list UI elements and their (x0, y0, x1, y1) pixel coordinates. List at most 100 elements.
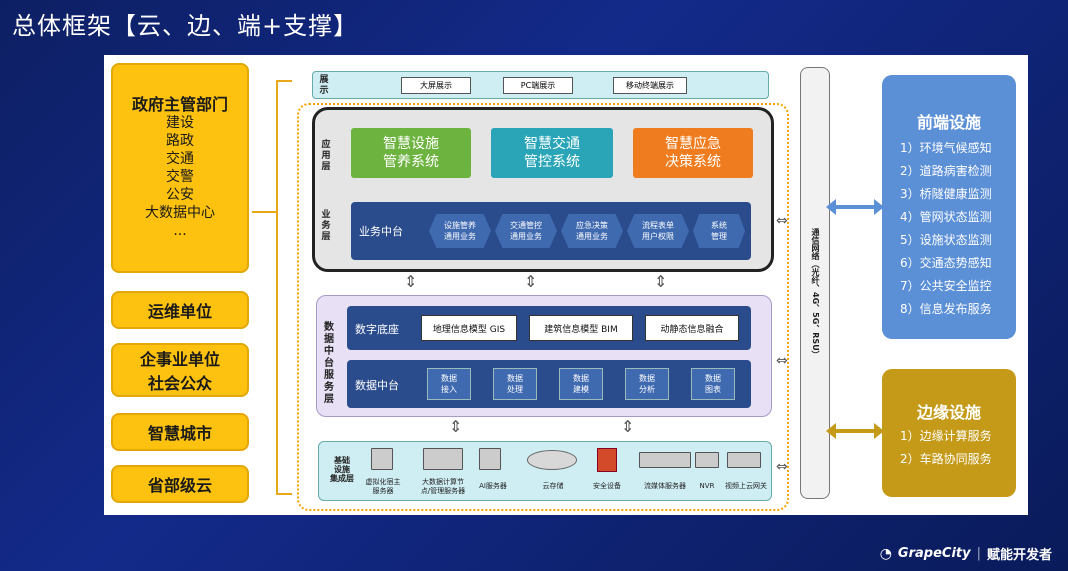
facility-system: 智慧设施 管养系统 (351, 128, 471, 178)
arrow-head-icon (874, 423, 884, 439)
firewall-icon (597, 448, 617, 472)
gov-item: 路政 (166, 133, 194, 149)
data-layer-label: 数据中台服务层 (324, 322, 334, 405)
server-icon (479, 448, 501, 470)
arrow-icon: ⇔ (776, 353, 788, 369)
arrow-icon: ⇕ (654, 272, 668, 291)
biz-item: 系统 管理 (693, 214, 745, 248)
fusion-box: 动静态信息融合 (645, 315, 739, 341)
bracket-connector (252, 211, 276, 213)
server-icon (423, 448, 463, 470)
infra-item: NVR (699, 482, 715, 490)
arrow-icon: ⇕ (621, 417, 635, 436)
provincial-cloud-box: 省部级云 (111, 465, 249, 503)
data-platform-title: 数据中台 (355, 379, 399, 392)
arrow-icon: ⇕ (404, 272, 418, 291)
front-item: 4）管网状态监测 (900, 210, 992, 224)
infra-item: 虚拟化宿主 服务器 (365, 478, 401, 495)
server-icon (639, 452, 691, 468)
data-item: 数据 分析 (625, 368, 669, 400)
biz-platform: 业务中台 设施管养 通用业务 交通管控 通用业务 应急决策 通用业务 流程表单 … (351, 202, 751, 260)
brand-name: GrapeCity (897, 546, 971, 561)
arrow-icon: ⇔ (776, 459, 788, 475)
edge-arrow (830, 429, 882, 433)
data-layer: 数据中台服务层 数字底座 地理信息模型 GIS 建筑信息模型 BIM 动静态信息… (316, 295, 772, 417)
front-item: 6）交通态势感知 (900, 256, 992, 270)
gov-item: 建设 (166, 115, 194, 131)
front-head: 前端设施 (916, 113, 981, 132)
storage-icon (527, 450, 577, 470)
display-label: 展示 (319, 75, 329, 96)
tab-bigscreen: 大屏展示 (401, 77, 471, 94)
data-item: 数据 接入 (427, 368, 471, 400)
grapecity-logo-icon: ◔ (879, 545, 892, 562)
arrow-head-icon (874, 199, 884, 215)
smart-city-box: 智慧城市 (111, 413, 249, 451)
infra-item: 云存储 (542, 482, 564, 490)
arrow-icon: ⇕ (449, 417, 463, 436)
arrow-head-icon (826, 199, 836, 215)
arrow-head-icon (826, 423, 836, 439)
digital-base-title: 数字底座 (355, 323, 399, 336)
arrow-icon: ⇕ (524, 272, 538, 291)
gov-box: 政府主管部门 建设 路政 交通 交警 公安 大数据中心 ... (111, 63, 249, 273)
communication-bus: 通信网络（光纤、4G、5G、RSU） (800, 67, 830, 499)
data-item: 数据 处理 (493, 368, 537, 400)
bim-box: 建筑信息模型 BIM (529, 315, 633, 341)
infra-item: 流媒体服务器 (644, 482, 686, 490)
infra-item: 安全设备 (593, 482, 621, 490)
app-layer-label: 应用层 (321, 140, 331, 172)
front-item: 1）环境气候感知 (900, 141, 992, 155)
footer-brand: ◔ GrapeCity | 赋能开发者 (879, 544, 1052, 564)
footer-divider: | (976, 546, 981, 561)
gov-item: 交警 (166, 169, 194, 185)
data-platform: 数据中台 数据 接入 数据 处理 数据 建模 数据 分析 数据 图表 (347, 360, 751, 408)
front-list: 1）环境气候感知 2）道路病害检测 3）桥隧健康监测 4）管网状态监测 5）设施… (900, 137, 992, 321)
biz-platform-title: 业务中台 (359, 225, 403, 238)
edge-list: 1）边缘计算服务 2）车路协同服务 (900, 425, 992, 471)
ops-box: 运维单位 (111, 291, 249, 329)
architecture-diagram: 政府主管部门 建设 路政 交通 交警 公安 大数据中心 ... 运维单位 企事业… (104, 55, 1028, 515)
emergency-system: 智慧应急 决策系统 (633, 128, 753, 178)
left-bracket (276, 80, 292, 495)
server-icon (371, 448, 393, 470)
gov-item: 交通 (166, 151, 194, 167)
gov-item: 大数据中心 (145, 205, 215, 221)
biz-item: 流程表单 用户权限 (627, 214, 689, 248)
bus-label: 通信网络（光纤、4G、5G、RSU） (811, 228, 820, 359)
front-item: 7）公共安全监控 (900, 279, 992, 293)
nvr-icon (695, 452, 719, 468)
front-arrow (830, 205, 882, 209)
front-facilities: 前端设施 1）环境气候感知 2）道路病害检测 3）桥隧健康监测 4）管网状态监测… (882, 75, 1016, 339)
biz-item: 设施管养 通用业务 (429, 214, 491, 248)
digital-base: 数字底座 地理信息模型 GIS 建筑信息模型 BIM 动静态信息融合 (347, 306, 751, 350)
tab-mobile: 移动终端展示 (613, 77, 687, 94)
front-item: 2）道路病害检测 (900, 164, 992, 178)
front-item: 8）信息发布服务 (900, 302, 992, 316)
tab-pc: PC端展示 (503, 77, 573, 94)
front-item: 5）设施状态监测 (900, 233, 992, 247)
biz-item: 应急决策 通用业务 (561, 214, 623, 248)
infra-item: 大数据计算节 点/管理服务器 (420, 478, 466, 495)
page-title: 总体框架【云、边、端+支撑】 (12, 12, 359, 40)
biz-item: 交通管控 通用业务 (495, 214, 557, 248)
front-item: 3）桥隧健康监测 (900, 187, 992, 201)
gateway-icon (727, 452, 761, 468)
edge-item: 2）车路协同服务 (900, 452, 992, 466)
edge-item: 1）边缘计算服务 (900, 429, 992, 443)
brand-slogan: 赋能开发者 (986, 548, 1052, 563)
data-item: 数据 图表 (691, 368, 735, 400)
application-layer: 应用层 智慧设施 管养系统 智慧交通 管控系统 智慧应急 决策系统 业务层 业务… (312, 107, 774, 272)
infra-label: 基础 设施 集成层 (330, 456, 354, 483)
gis-box: 地理信息模型 GIS (421, 315, 517, 341)
gov-item: ... (173, 223, 187, 239)
platform-outline (297, 103, 789, 511)
gov-item: 公安 (166, 187, 194, 203)
display-strip: 展示 大屏展示 PC端展示 移动终端展示 (312, 71, 769, 99)
arrow-icon: ⇔ (776, 213, 788, 229)
enterprise-box: 企事业单位 社会公众 (111, 343, 249, 397)
biz-layer-label: 业务层 (321, 210, 331, 242)
infrastructure-layer: 基础 设施 集成层 虚拟化宿主 服务器 大数据计算节 点/管理服务器 AI服务器… (318, 441, 772, 501)
infra-item: AI服务器 (479, 482, 507, 490)
gov-head: 政府主管部门 (131, 95, 228, 114)
